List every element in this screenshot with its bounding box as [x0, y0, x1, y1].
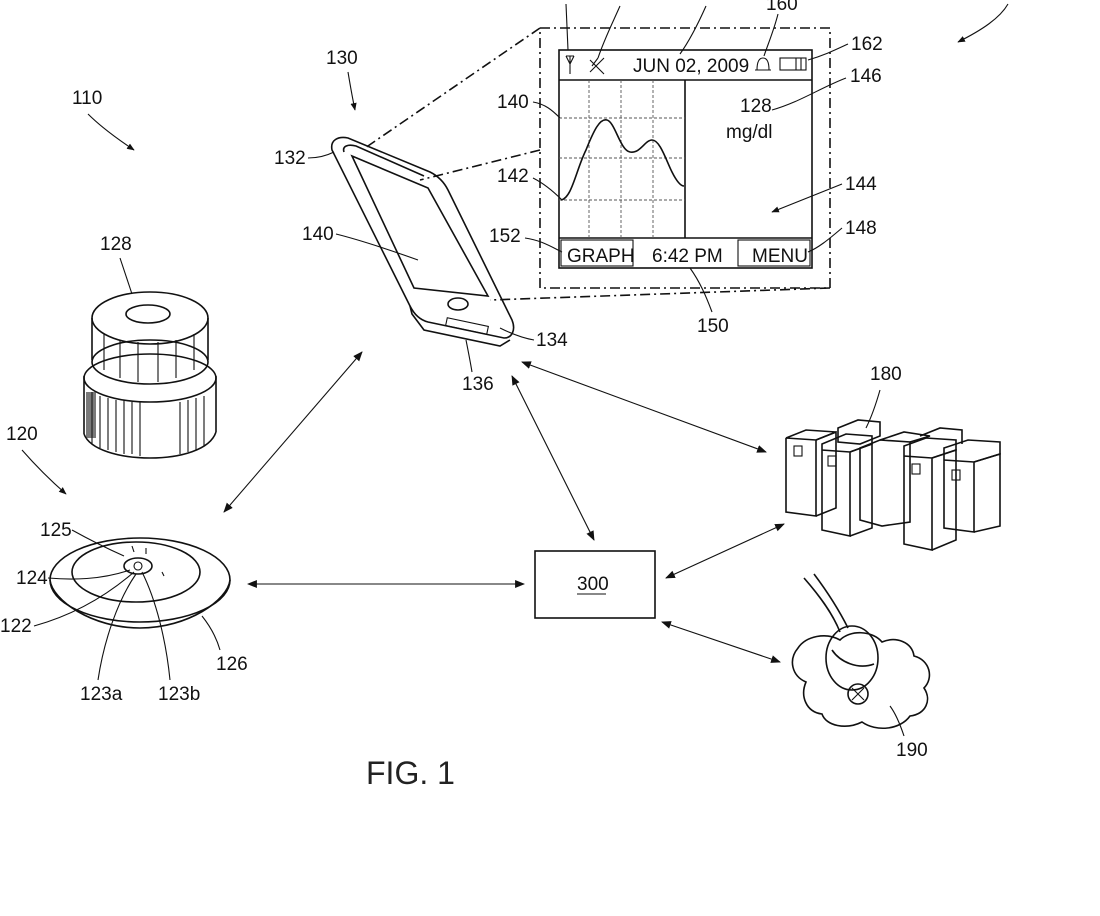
label-190: 190 — [896, 740, 928, 761]
label-136: 136 — [462, 374, 494, 395]
label-126: 126 — [216, 654, 248, 675]
label-110: 110 — [72, 88, 102, 109]
enlarged-display-callout: JUN 02, 2009 128 mg/dl GRAPH 6:42 PM — [365, 28, 830, 300]
label-120: 120 — [6, 424, 38, 445]
sensor-vial — [84, 292, 216, 458]
link-sensor-device — [224, 352, 362, 512]
label-162: 162 — [851, 34, 883, 55]
label-128: 128 — [100, 234, 132, 255]
label-144: 144 — [845, 174, 877, 195]
status-date: JUN 02, 2009 — [633, 56, 749, 77]
callout-line-top — [365, 28, 540, 148]
label-300: 300 — [577, 574, 609, 595]
processor-box: 300 — [535, 551, 655, 618]
communication-links — [224, 352, 784, 662]
link-processor-user — [662, 622, 780, 662]
label-150: 150 — [697, 316, 729, 337]
figure-caption: FIG. 1 — [366, 755, 455, 791]
label-180: 180 — [870, 364, 902, 385]
label-124: 124 — [16, 568, 48, 589]
label-123b: 123b — [158, 684, 200, 705]
screen-time: 6:42 PM — [652, 246, 723, 267]
label-140-device: 140 — [302, 224, 334, 245]
label-148: 148 — [845, 218, 877, 239]
label-146: 146 — [850, 66, 882, 87]
label-134: 134 — [536, 330, 568, 351]
label-130: 130 — [326, 48, 358, 69]
user-device — [792, 574, 929, 728]
mute-icon — [590, 58, 604, 74]
link-device-servers — [522, 362, 766, 452]
glucose-trace — [561, 120, 684, 200]
link-processor-servers — [666, 524, 784, 578]
antenna-icon — [566, 56, 574, 74]
handheld-device — [332, 138, 514, 347]
label-140-screen: 140 — [497, 92, 529, 113]
graph-button[interactable]: GRAPH — [561, 240, 635, 267]
link-device-processor — [512, 376, 594, 540]
label-125: 125 — [40, 520, 72, 541]
label-132: 132 — [274, 148, 306, 169]
system-pointer-arrow — [958, 4, 1008, 42]
on-body-sensor — [50, 538, 230, 628]
label-142: 142 — [497, 166, 529, 187]
label-160: 160 — [766, 0, 798, 15]
svg-text:GRAPH: GRAPH — [567, 246, 635, 267]
menu-button[interactable]: MENU — [738, 240, 810, 267]
server-cluster — [786, 420, 1000, 550]
reading-value: 128 — [740, 96, 772, 117]
label-152: 152 — [489, 226, 521, 247]
battery-icon — [780, 58, 806, 70]
callout-line-bottom — [490, 288, 830, 300]
label-123a: 123a — [80, 684, 123, 705]
svg-text:MENU: MENU — [752, 246, 808, 267]
reading-unit: mg/dl — [726, 122, 772, 143]
alarm-bell-icon — [755, 58, 771, 70]
label-122: 122 — [0, 616, 32, 637]
